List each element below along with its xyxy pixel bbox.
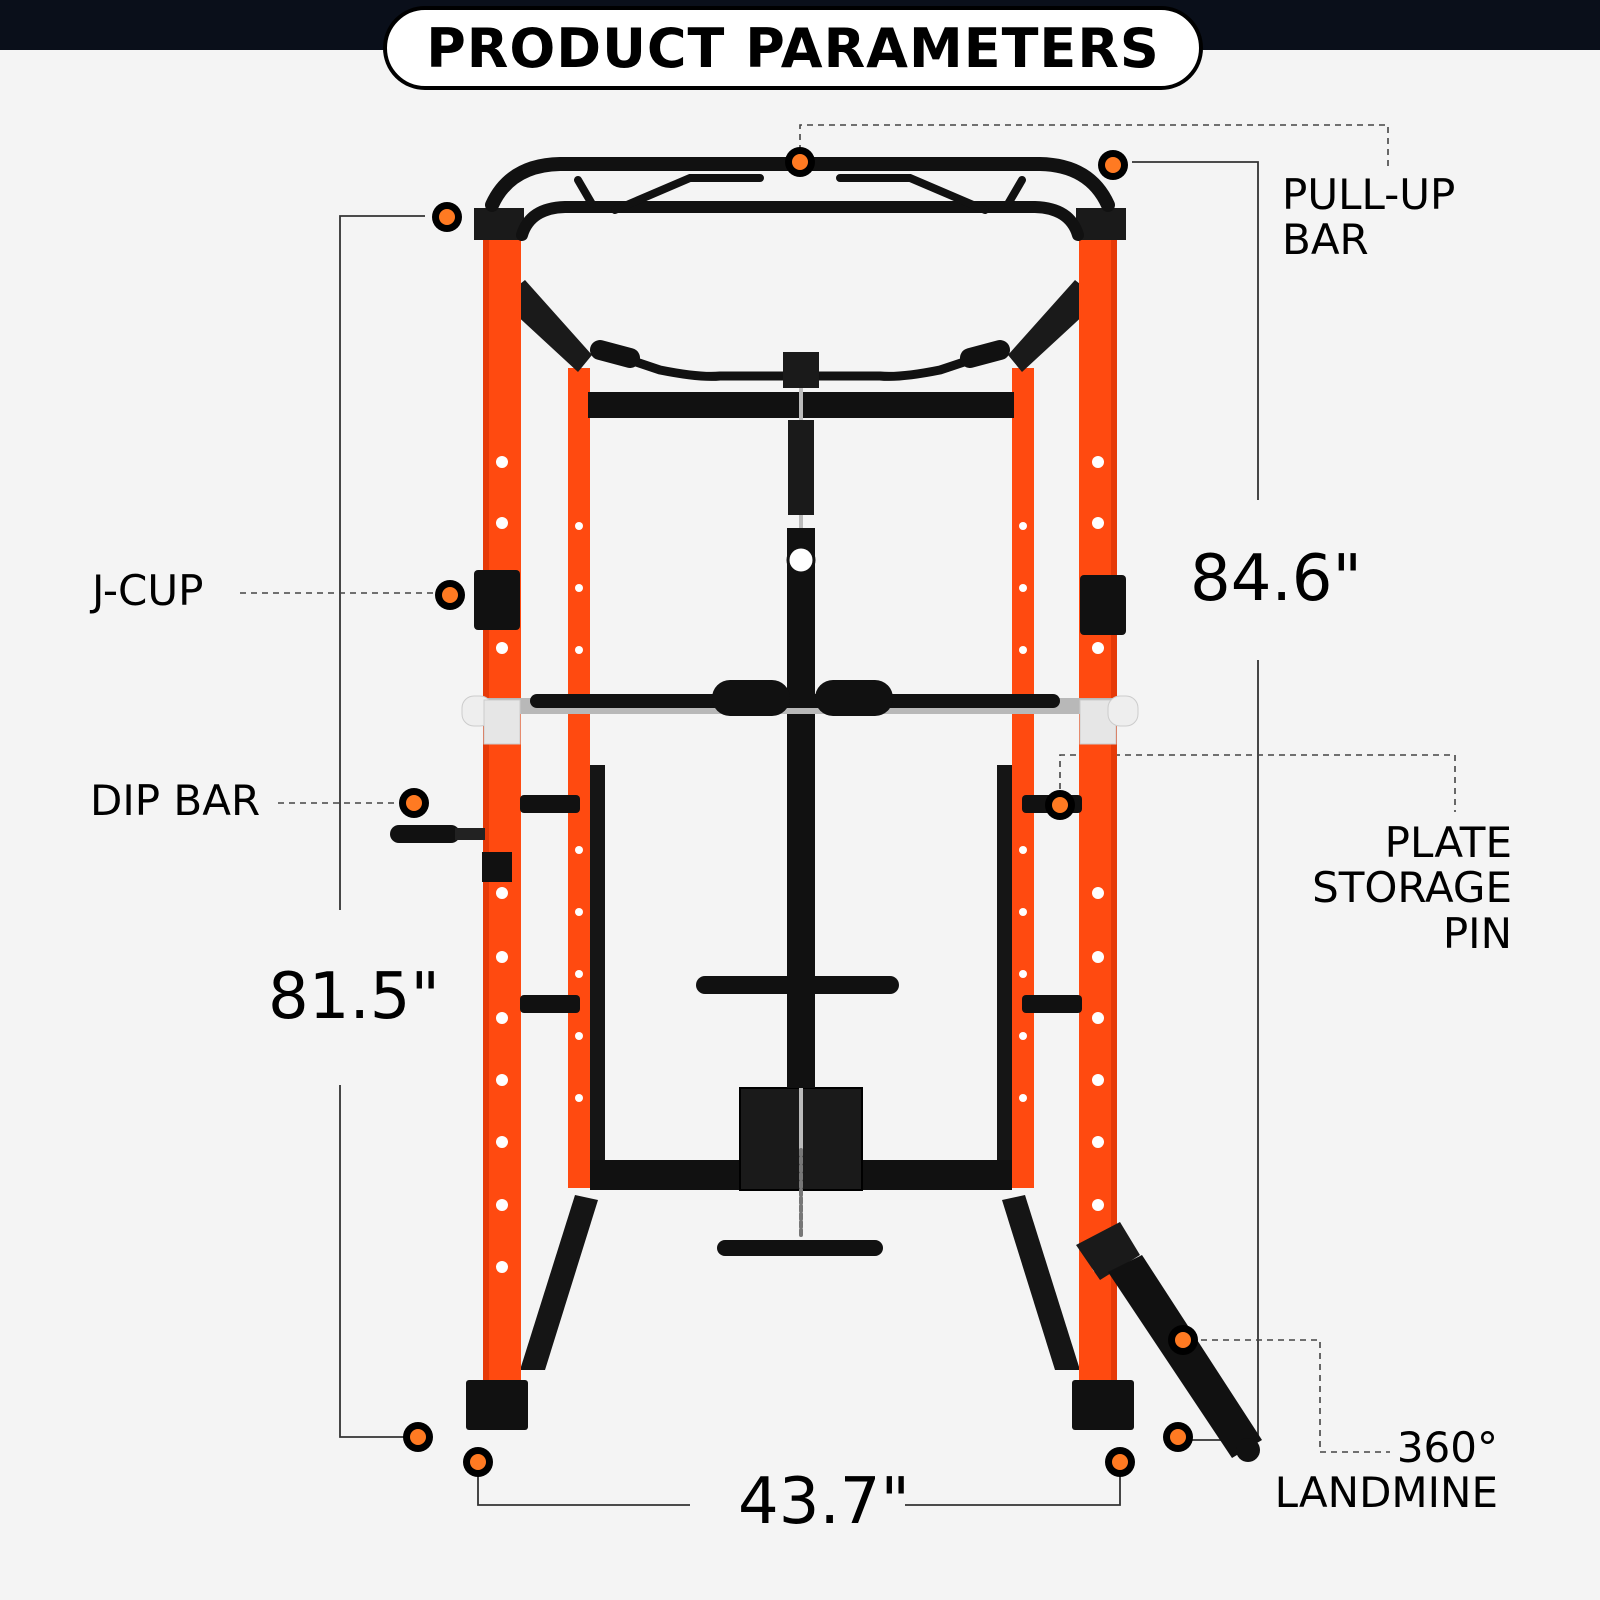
width-dimension: 43.7" [738,1465,910,1539]
j-cups [474,570,1126,635]
upright-holes [496,456,1104,1273]
j-cup-label: J-CUP [92,566,204,615]
right-foot [1072,1380,1134,1430]
dip-bar-label: DIP BAR [90,776,261,825]
plate-storage-pin-label: PLATE STORAGE PIN [1312,818,1512,958]
lat-pulldown [590,340,1010,1256]
height-total-dimension: 84.6" [1190,542,1362,616]
landmine-attachment [1076,1222,1262,1462]
dip-bar [390,825,512,882]
rear-left-upright [568,368,590,1188]
rear-right-upright [1012,368,1034,1188]
height-frame-dimension: 81.5" [268,960,440,1034]
barbell [461,680,1139,745]
pull-up-bar-label: PULL-UP BAR [1282,170,1456,265]
left-foot [466,1380,528,1430]
leader-lines [240,124,1456,1453]
landmine-label: 360° LANDMINE [1274,1423,1498,1518]
page-title: PRODUCT PARAMETERS [383,6,1203,90]
